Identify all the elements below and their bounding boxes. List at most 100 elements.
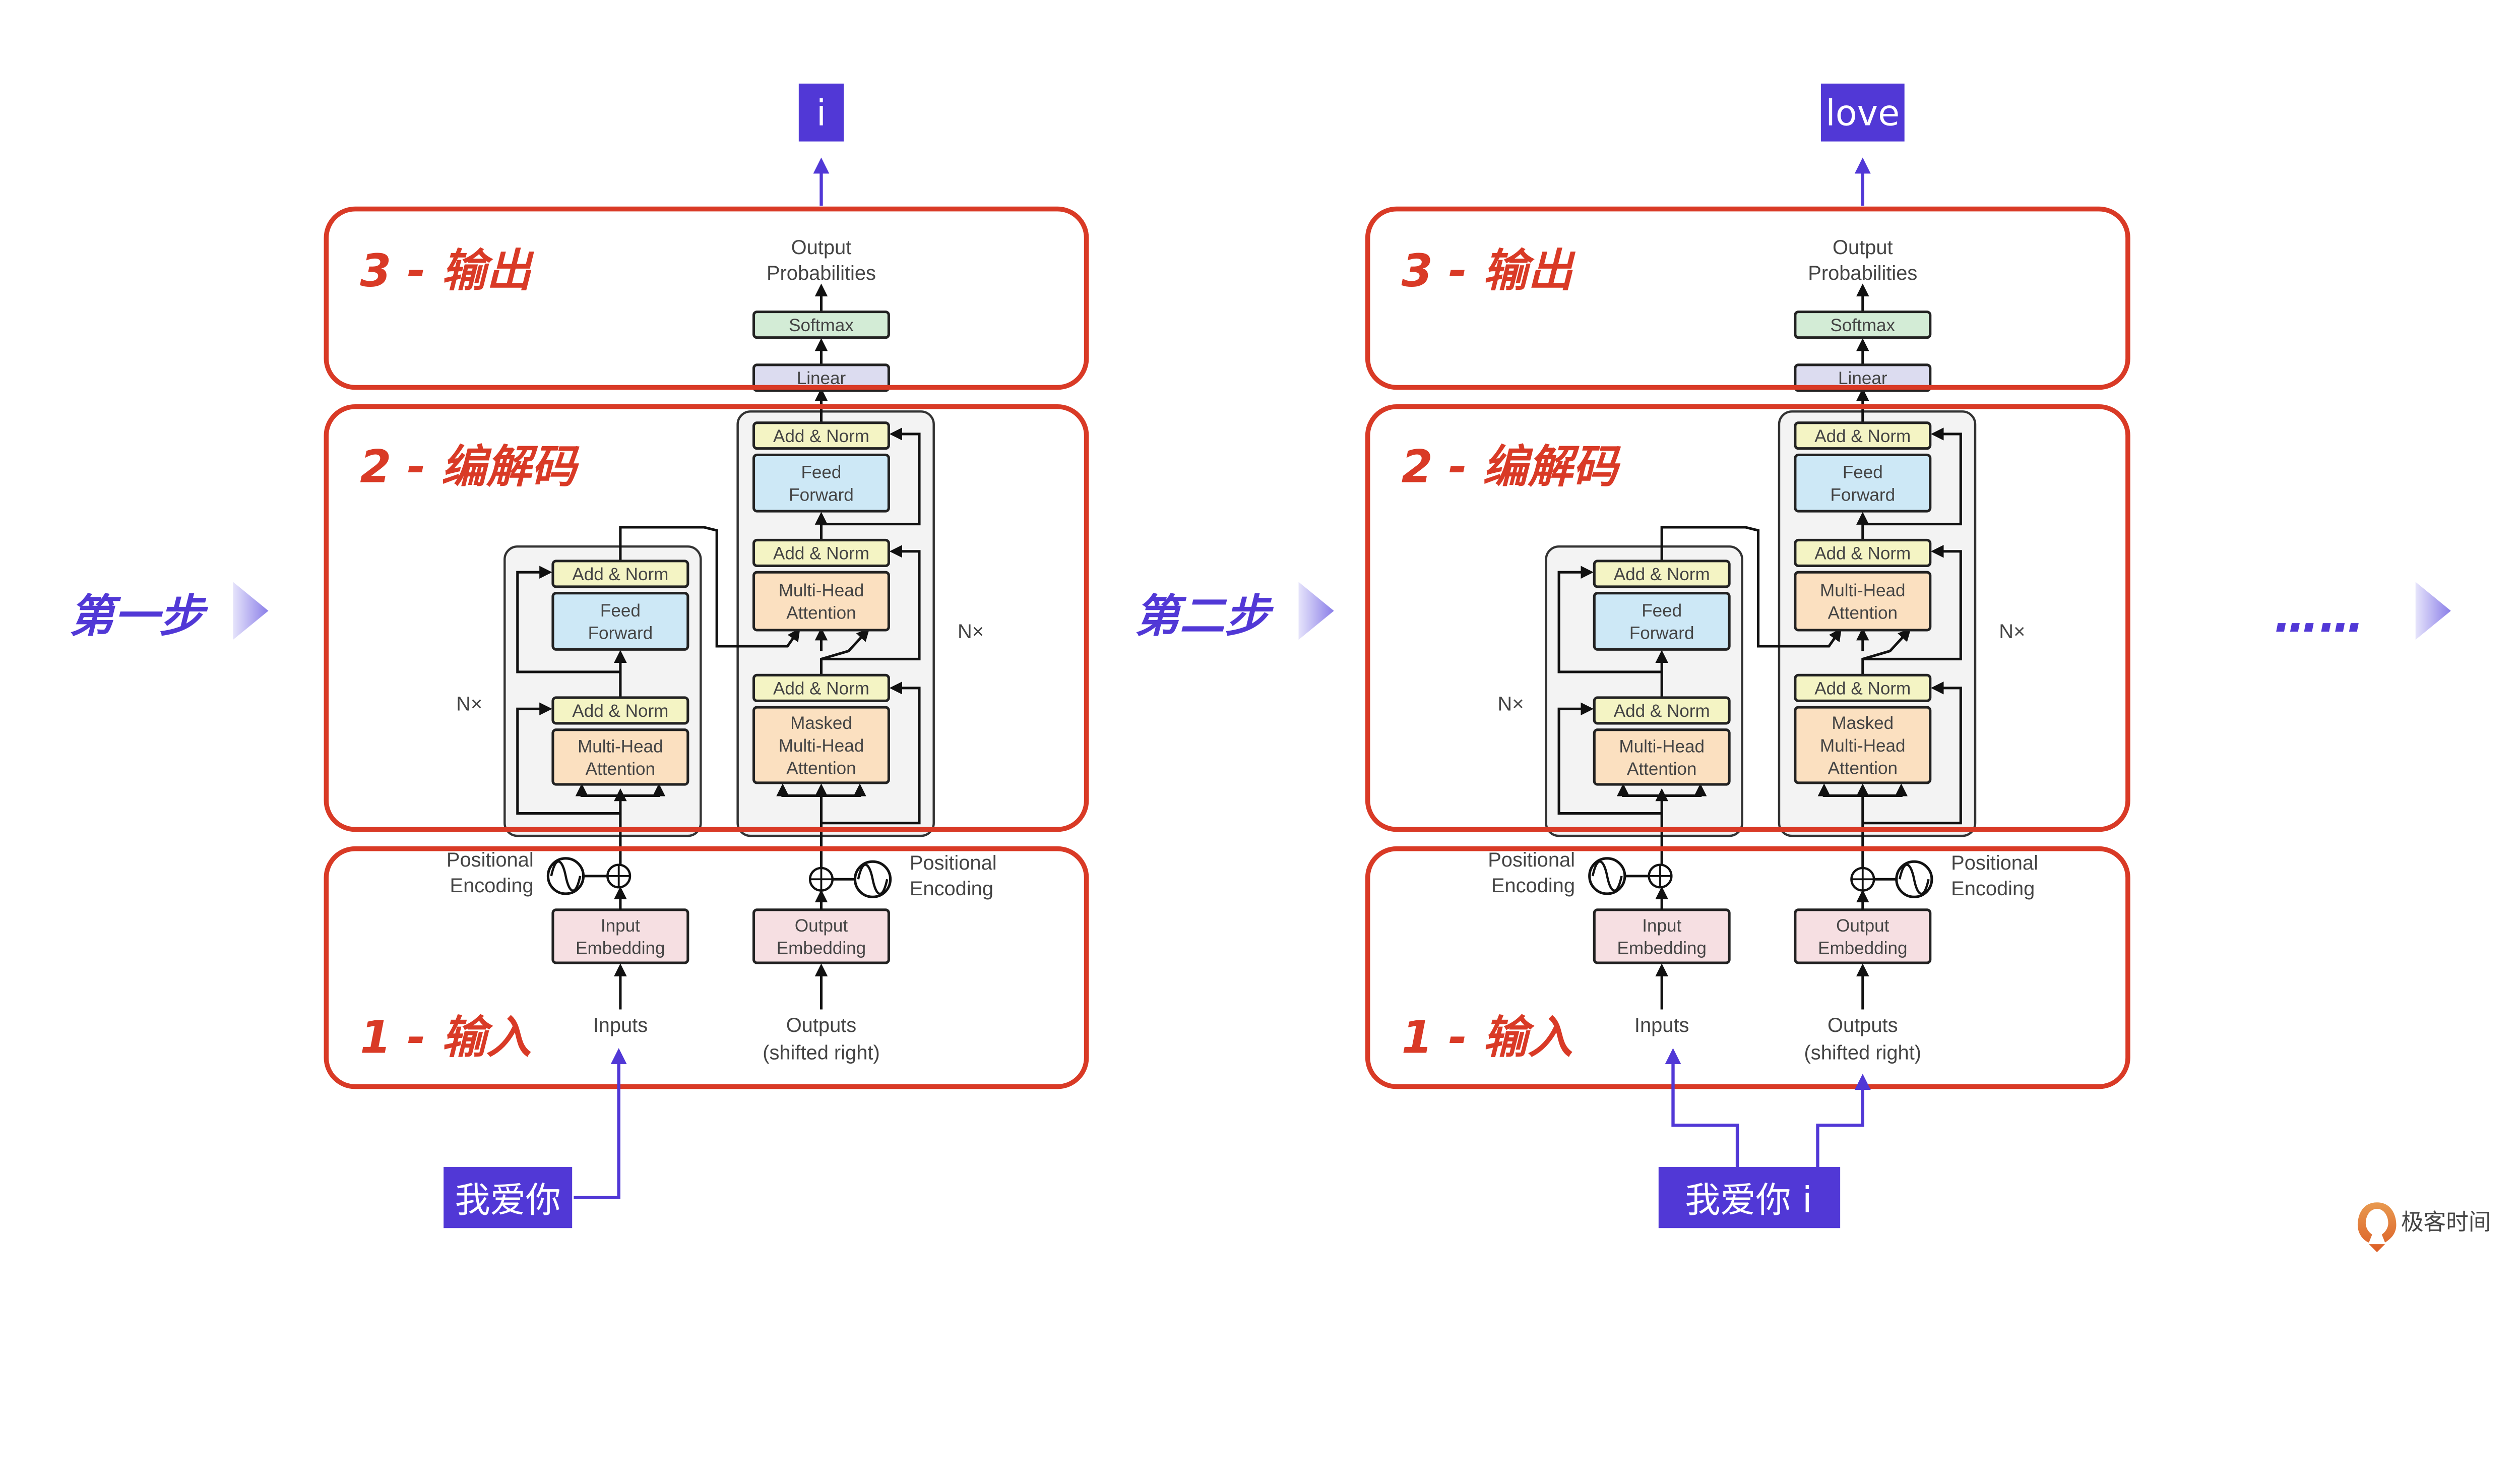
encoder-stack [503, 545, 702, 837]
encoder-nx-label: N× [1497, 693, 1524, 715]
decoder-masked-attention-box [1794, 706, 1932, 784]
decoder-nx-label: N× [958, 621, 984, 643]
section-output [324, 206, 1089, 390]
decoder-query-line [820, 628, 870, 675]
step-label: 第二步 [1135, 590, 1274, 643]
section-input [324, 846, 1089, 1089]
softmax-block-label: Softmax [1830, 316, 1895, 335]
output-probabilities-label: Output [1833, 236, 1893, 259]
encoder-feed-forward-box [551, 592, 689, 651]
input-token-box [1658, 1167, 1841, 1228]
encoder-stack [1545, 545, 1743, 837]
outputs-label: (shifted right) [1804, 1041, 1922, 1064]
decoder-add-norm-1: Add & Norm [1794, 673, 1932, 702]
decoder-add-norm-2-box [752, 538, 890, 567]
softmax-block-box [752, 311, 890, 339]
attn-branch [1662, 783, 1707, 797]
decoder-add-norm-1-box [752, 673, 890, 702]
inputs-label: Inputs [593, 1014, 648, 1036]
attn-branch [776, 783, 822, 797]
input-token-box [444, 1167, 573, 1228]
decoder-masked-attention-label: Masked [790, 713, 852, 733]
decoder-add-norm-1-box [1794, 673, 1932, 702]
encoder-feed-forward-label: Feed [600, 601, 641, 621]
decoder-multi-head-attention-box [1794, 571, 1932, 632]
encoder-add-norm-1-box [551, 696, 689, 725]
input-embedding-label: Input [1642, 916, 1681, 936]
encoder-add-norm-2-label: Add & Norm [572, 565, 668, 584]
attn-branch [1862, 783, 1908, 797]
encoder-multi-head-attention-label: Attention [1627, 759, 1696, 779]
residual [821, 544, 921, 660]
section-label-input: 1 - 输入 [1402, 1012, 1573, 1064]
input-embedding-label: Embedding [1617, 939, 1706, 958]
residual [516, 566, 620, 673]
positional-encoding-label: Encoding [1491, 875, 1575, 897]
output-token-box [1820, 83, 1905, 142]
positional-encoding-label: Encoding [1951, 878, 2035, 900]
encoder-multi-head-attention-label: Multi-Head [1619, 736, 1705, 756]
linear-block-label: Linear [797, 368, 846, 388]
residual [1862, 682, 1962, 825]
decoder-multi-head-attention-label: Attention [786, 603, 856, 623]
softmax-block: Softmax [1794, 311, 1932, 339]
decoder-feed-forward-box [1794, 453, 1932, 513]
decoder-add-norm-3-label: Add & Norm [1814, 426, 1911, 446]
softmax-block: Softmax [752, 311, 890, 339]
output-embedding-label: Output [1836, 916, 1889, 936]
residual [516, 702, 620, 815]
encoder-feed-forward-label: Forward [588, 624, 653, 643]
encoder-feed-forward-label: Forward [1629, 624, 1694, 643]
output-probabilities-label: Probabilities [1808, 262, 1917, 284]
decoder-add-norm-2: Add & Norm [752, 538, 890, 567]
softmax-block-box [1794, 311, 1932, 339]
output-probabilities-label: Output [791, 236, 852, 259]
output-token-box [798, 83, 844, 142]
encoder-feed-forward-label: Feed [1642, 601, 1682, 621]
section-label-input: 1 - 输入 [360, 1012, 531, 1064]
linear-block-box [1794, 363, 1932, 392]
encoder-add-norm-2: Add & Norm [1593, 560, 1731, 588]
decoder-multi-head-attention-label: Attention [1828, 603, 1898, 623]
output-probabilities-label: Probabilities [767, 262, 876, 284]
encoder-to-decoder [619, 526, 800, 648]
positional-encoding-label: Encoding [910, 878, 993, 900]
input-arrow-outputs [1816, 1074, 1871, 1167]
decoder-masked-attention-label: Multi-Head [1820, 736, 1906, 756]
encoder-nx-label: N× [456, 693, 482, 715]
input-arrow-inputs [1665, 1048, 1739, 1167]
sine-wave-icon [1591, 860, 1623, 892]
encoder-to-decoder [1660, 526, 1842, 648]
decoder-multi-head-attention-box [752, 571, 890, 632]
inputs-label: Inputs [1634, 1014, 1689, 1036]
residual [821, 427, 921, 526]
triangle-right-icon [233, 582, 269, 640]
sine-wave-icon [550, 860, 582, 892]
plus-circle-icon [1649, 865, 1672, 888]
outputs-label: (shifted right) [763, 1041, 880, 1064]
section-label-codec: 2 - 编解码 [360, 441, 580, 494]
geektime-logo-icon [2357, 1202, 2397, 1253]
decoder-add-norm-2-label: Add & Norm [1814, 544, 1911, 564]
encoder-add-norm-2-box [551, 560, 689, 588]
encoder-multi-head-attention-label: Multi-Head [578, 736, 663, 756]
step-label: …… [2274, 590, 2364, 643]
input-embedding-label: Embedding [576, 939, 665, 958]
logo-text: 极客时间 [2401, 1210, 2491, 1235]
outputs-label: Outputs [1828, 1014, 1898, 1036]
decoder-add-norm-2-label: Add & Norm [773, 544, 869, 564]
linear-block: Linear [1794, 363, 1932, 392]
decoder-multi-head-attention-label: Multi-Head [1820, 581, 1906, 600]
decoder-add-norm-3-label: Add & Norm [773, 426, 869, 446]
encoder-add-norm-1: Add & Norm [551, 696, 689, 725]
